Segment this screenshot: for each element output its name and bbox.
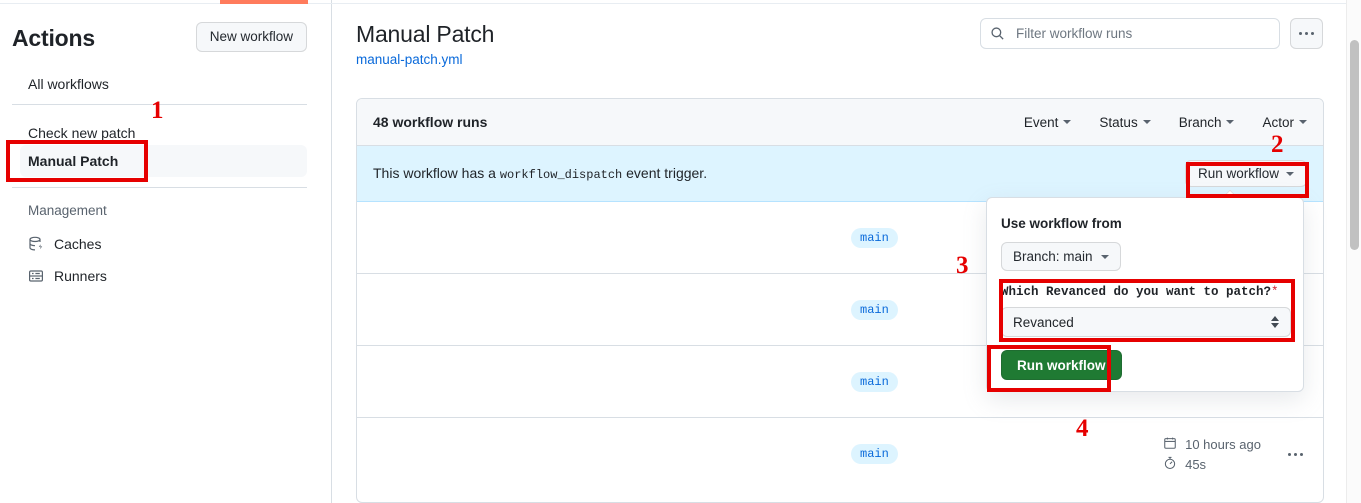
sidebar-item-manual-patch[interactable]: Manual Patch <box>6 145 307 177</box>
chevron-down-icon <box>1142 120 1151 124</box>
filter-event[interactable]: Event <box>1024 115 1072 130</box>
table-row[interactable]: main <box>357 202 1323 274</box>
chevron-down-icon <box>1286 171 1294 176</box>
filter-label: Actor <box>1262 114 1294 130</box>
calendar-icon <box>1163 436 1179 452</box>
row-options-kebab-icon[interactable] <box>1282 447 1309 462</box>
filter-label: Branch <box>1178 114 1222 130</box>
run-workflow-popover: Use workflow from Branch: main Which Rev… <box>986 197 1304 392</box>
sidebar-divider-2 <box>12 187 307 188</box>
sidebar-item-caches[interactable]: Caches <box>28 230 307 258</box>
sidebar-divider-1 <box>12 104 307 105</box>
kebab-horizontal-icon <box>1299 32 1314 35</box>
table-row[interactable]: main <box>357 274 1323 346</box>
sidebar-header: Actions New workflow <box>12 22 307 54</box>
chevron-down-icon <box>1299 120 1307 124</box>
sidebar-item-all-workflows[interactable]: All workflows <box>20 68 307 100</box>
sidebar-section-management: Management <box>28 203 107 218</box>
sidebar-item-runners[interactable]: Runners <box>28 262 307 290</box>
run-duration: 45s <box>1163 456 1206 472</box>
select-updown-icon <box>1271 316 1279 328</box>
run-workflow-dropdown-button[interactable]: Run workflow <box>1184 160 1307 187</box>
table-row[interactable]: main 10 hours ago <box>357 418 1323 490</box>
chevron-down-icon <box>1226 120 1235 124</box>
page-scrollbar[interactable] <box>1346 0 1361 503</box>
revanced-select[interactable]: Revanced <box>1001 307 1291 337</box>
search-input[interactable] <box>1014 25 1270 42</box>
sidebar-item-label: Check new patch <box>28 125 136 141</box>
sidebar-main-divider <box>331 0 332 503</box>
filter-group: Event Status Branch Actor <box>1024 115 1307 130</box>
top-hairline <box>0 3 1361 4</box>
required-marker: * <box>1271 285 1279 299</box>
dispatch-banner-text: This workflow has a workflow_dispatch ev… <box>373 165 707 182</box>
branch-badge: main <box>851 299 898 320</box>
run-age-value: 10 hours ago <box>1185 436 1261 452</box>
branch-badge: main <box>851 227 898 248</box>
workflow-input-label: Which Revanced do you want to patch?* <box>1001 285 1279 299</box>
sidebar-item-label: All workflows <box>28 76 109 92</box>
page-title-actions: Actions <box>12 25 95 51</box>
use-workflow-from-label: Use workflow from <box>1001 216 1122 231</box>
runners-icon <box>28 268 44 284</box>
actions-sidebar: Actions New workflow All workflows Check… <box>0 0 331 503</box>
workflow-dispatch-banner: This workflow has a workflow_dispatch ev… <box>357 146 1323 202</box>
sidebar-item-check-new-patch[interactable]: Check new patch <box>20 117 307 149</box>
branch-badge: main <box>851 444 898 464</box>
popover-arrow <box>1223 190 1237 198</box>
run-meta: 10 hours ago 45s <box>1163 436 1261 472</box>
stopwatch-icon <box>1163 456 1179 472</box>
search-icon <box>990 26 1006 42</box>
dispatch-event-code: workflow_dispatch <box>499 168 623 182</box>
run-workflow-dropdown-label: Run workflow <box>1197 166 1279 181</box>
search-workflow-runs[interactable] <box>980 18 1280 49</box>
cache-icon <box>28 236 44 252</box>
sidebar-item-label: Caches <box>54 236 102 252</box>
branch-selector-label: Branch: main <box>1013 249 1093 264</box>
workflow-input-label-text: Which Revanced do you want to patch? <box>1001 285 1272 299</box>
chevron-down-icon <box>1100 254 1109 259</box>
submit-run-workflow-button[interactable]: Run workflow <box>1001 350 1122 380</box>
dispatch-text-before: This workflow has a <box>373 165 496 181</box>
filter-label: Status <box>1099 114 1138 130</box>
main-content: Manual Patch manual-patch.yml 48 workflo… <box>332 0 1342 503</box>
page-scrollbar-thumb[interactable] <box>1350 40 1359 250</box>
workflow-title: Manual Patch <box>356 21 495 47</box>
sidebar-item-label: Manual Patch <box>28 153 119 169</box>
workflow-options-kebab-icon[interactable] <box>1290 18 1323 49</box>
page-load-progress-bar <box>220 0 308 4</box>
revanced-select-value: Revanced <box>1013 314 1074 330</box>
new-workflow-button[interactable]: New workflow <box>195 22 307 52</box>
branch-selector-button[interactable]: Branch: main <box>1001 242 1121 271</box>
sidebar-item-label: Runners <box>54 268 107 284</box>
run-age: 10 hours ago <box>1163 436 1261 452</box>
workflow-runs-header: 48 workflow runs Event Status Branch <box>357 99 1323 146</box>
chevron-down-icon <box>1063 120 1072 124</box>
workflow-runs-count: 48 workflow runs <box>373 114 488 130</box>
filter-branch[interactable]: Branch <box>1179 115 1235 130</box>
branch-badge: main <box>851 371 898 392</box>
run-duration-value: 45s <box>1185 456 1207 472</box>
workflow-file-link[interactable]: manual-patch.yml <box>356 52 463 67</box>
filter-status[interactable]: Status <box>1099 114 1151 130</box>
filter-actor[interactable]: Actor <box>1262 115 1307 130</box>
dispatch-text-after: event trigger. <box>626 165 708 181</box>
filter-label: Event <box>1023 114 1059 130</box>
